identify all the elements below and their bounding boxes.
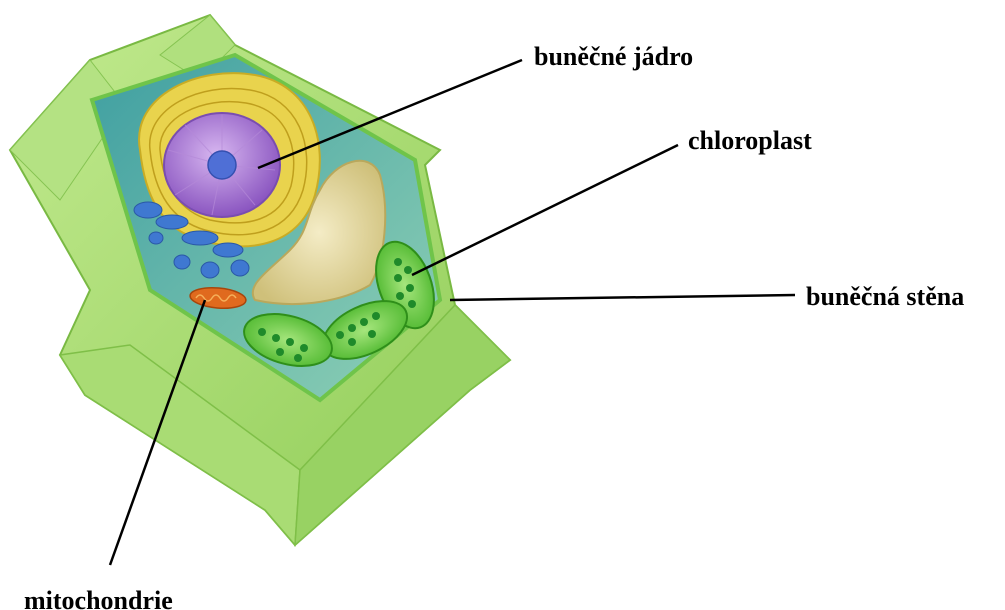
label-chloroplast: chloroplast xyxy=(688,128,812,154)
label-mitochondria: mitochondrie xyxy=(24,588,173,610)
label-nucleus: buněčné jádro xyxy=(534,44,693,70)
label-cell-wall: buněčná stěna xyxy=(806,284,964,310)
nucleolus xyxy=(208,151,236,179)
leader-line-cell-wall xyxy=(450,295,795,300)
leader-line-chloroplast xyxy=(412,145,678,275)
